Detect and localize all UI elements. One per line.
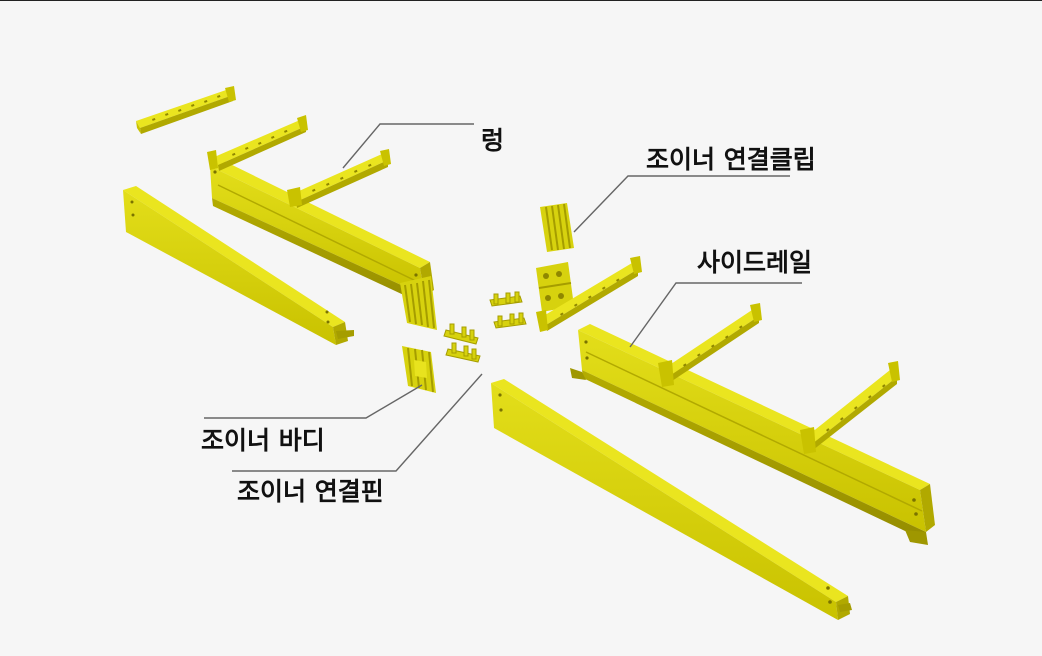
rung-part [136,86,236,134]
label-rung: 렁 [481,126,505,155]
top-border [0,0,1042,1]
side-rail-part [123,186,354,345]
label-joiner-clip: 조이너 연결클립 [646,145,816,174]
joiner-body-part [402,346,436,393]
joiner-pin-group [443,291,527,363]
label-side-rail: 사이드레일 [697,248,813,277]
leader-joiner-clip [573,175,790,233]
joiner-clip-left [400,276,437,330]
right-rail-assembly [570,303,935,545]
leader-joiner-body [204,384,423,419]
rung-part-right [536,256,642,332]
upper-left-rail-assembly [207,115,434,304]
leader-rung [342,123,474,169]
label-joiner-body: 조이너 바디 [201,426,325,455]
side-rail-part-bottom [491,379,852,620]
leader-joiner-pin [232,373,483,472]
joiner-plate-right [536,262,574,312]
leader-side-rail [629,282,802,348]
joiner-clip-right [540,203,574,252]
label-joiner-pin: 조이너 연결핀 [237,477,384,506]
